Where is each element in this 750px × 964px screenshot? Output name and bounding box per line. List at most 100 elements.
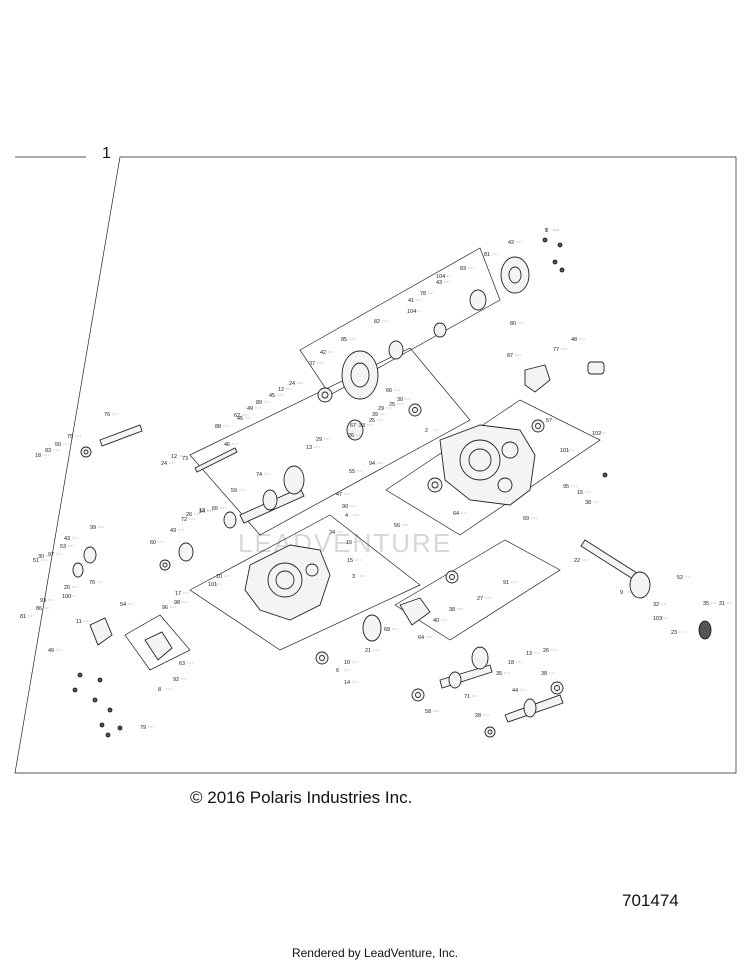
drive-shaft-28 [504,694,564,723]
callout-7: 7 [545,228,548,234]
pump-box [124,614,191,671]
callout-73: 73 [182,456,188,462]
left-transmission-case [244,544,331,621]
callout-24: 24 [289,381,295,387]
callout-87: 87 [507,353,513,359]
callout-38: 38 [541,671,547,677]
callout-34: 34 [329,530,335,536]
callout-39: 39 [372,412,378,418]
callout-45: 45 [269,393,275,399]
callout-82: 82 [374,319,380,325]
diagram-id: 701474 [622,891,679,910]
callout-29: 29 [378,406,384,412]
differential-gears [388,289,487,360]
callout-78: 78 [420,291,426,297]
callout-104: 104 [407,309,416,315]
callout-6: 6 [336,668,339,674]
gear-shaft-58 [439,664,493,689]
callout-46: 46 [224,442,230,448]
callout-66: 66 [386,388,392,394]
callout-80: 80 [510,321,516,327]
callout-26: 26 [543,648,549,654]
callout-43: 43 [64,536,70,542]
callout-83: 83 [45,448,51,454]
shift-shaft-box [189,347,471,536]
cover-91 [399,597,431,626]
callout-49: 49 [48,648,54,654]
callout-4: 4 [345,513,348,519]
callout-25: 25 [369,418,375,424]
callout-81: 81 [484,252,490,258]
callout-99: 99 [90,525,96,531]
callout-75: 75 [67,434,73,440]
callout-14: 14 [344,680,350,686]
shift-shaft-73 [194,447,238,473]
upper-gear-box [299,247,501,396]
callout-72: 72 [181,517,187,523]
callout-26: 26 [348,433,354,439]
callout-28: 28 [475,713,481,719]
callout-23: 23 [671,630,677,636]
callout-15: 15 [577,490,583,496]
callout-29: 29 [316,437,322,443]
callout-34: 34 [199,509,205,515]
callout-35: 35 [703,601,709,607]
callout-65: 65 [212,506,218,512]
callout-30: 30 [397,397,403,403]
callout-38: 38 [585,500,591,506]
bracket-77 [524,364,551,393]
callout-22: 22 [574,558,580,564]
callout-83: 83 [460,266,466,272]
callout-2: 2 [425,428,428,434]
callout-64: 64 [453,511,459,517]
output-shaft-60 [580,539,641,582]
callout-13: 13 [526,651,532,657]
cam-shaft-76 [99,424,143,447]
callout-42: 42 [320,350,326,356]
callout-24: 24 [161,461,167,467]
callout-97: 97 [48,552,54,558]
callout-43: 43 [170,528,176,534]
callout-60: 60 [150,540,156,546]
callout-76: 76 [104,412,110,418]
callout-35: 35 [496,671,502,677]
ring-gear-81 [500,256,530,294]
callout-3: 3 [352,574,355,580]
callout-37: 37 [309,361,315,367]
callout-92: 92 [173,677,179,683]
callout-10: 10 [216,574,222,580]
bearing-set [80,387,564,738]
callout-30: 30 [38,554,44,560]
pump-79 [144,631,173,661]
large-gear-85 [341,350,379,400]
callout-69: 69 [523,516,529,522]
callout-43: 43 [436,280,442,286]
callout-18: 18 [508,660,514,666]
oil-pump-assembly [72,546,113,646]
callout-labels: 7428183104437841808210485423724451289496… [20,228,733,731]
callout-102: 102 [592,431,601,437]
callout-90: 90 [342,504,348,510]
callout-9: 9 [620,590,623,596]
callout-18: 18 [35,453,41,459]
chain-94 [283,465,305,495]
callout-103: 103 [653,616,662,622]
right-transmission-case [439,424,536,506]
callout-51: 51 [33,558,39,564]
callout-74: 74 [256,472,262,478]
callout-11: 11 [76,619,82,625]
callout-81: 81 [20,614,26,620]
callout-45: 45 [237,416,243,422]
render-credit: Rendered by LeadVenture, Inc. [291,946,459,960]
copyright-text: © 2016 Polaris Industries Inc. [190,788,413,807]
callout-20: 20 [64,585,70,591]
frame-label: 1 [96,145,117,163]
callout-95: 95 [563,484,569,490]
callout-40: 40 [433,618,439,624]
callout-10: 10 [344,660,350,666]
callout-44: 44 [512,688,518,694]
coupler-52 [629,571,712,640]
callout-62: 62 [234,413,240,419]
callout-77: 77 [553,347,559,353]
